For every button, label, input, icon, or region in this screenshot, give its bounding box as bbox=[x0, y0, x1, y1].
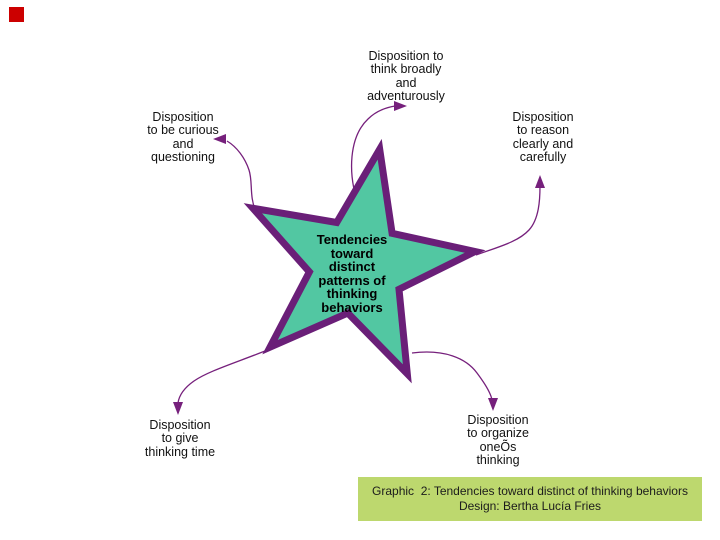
arrowhead-bottom-left-icon bbox=[173, 402, 183, 415]
caption-box: Graphic 2: Tendencies toward distinct of… bbox=[358, 477, 702, 521]
star-shape bbox=[243, 138, 486, 384]
arrowhead-bottom-right-icon bbox=[488, 398, 498, 411]
connector-left-line bbox=[226, 140, 257, 213]
arrowhead-right-icon bbox=[535, 175, 545, 188]
caption-line-1: Graphic 2: Tendencies toward distinct of… bbox=[372, 484, 688, 498]
caption-line-2: Design: Bertha Lucía Fries bbox=[458, 499, 602, 513]
arrowhead-left-icon bbox=[213, 134, 226, 144]
star-center-label: Tendencies toward distinct patterns of t… bbox=[316, 232, 388, 315]
label-disposition-be-curious: Disposition to be curious and questionin… bbox=[147, 110, 219, 165]
connector-right-line bbox=[475, 185, 541, 256]
red-square-decoration bbox=[9, 7, 24, 22]
label-disposition-give-thinking-time: Disposition to give thinking time bbox=[144, 418, 216, 459]
connector-arrowheads bbox=[173, 101, 545, 415]
label-disposition-organize-thinking: Disposition to organize oneÕs thinking bbox=[467, 413, 529, 468]
connector-top-line bbox=[351, 105, 396, 211]
arrowhead-top-icon bbox=[394, 101, 407, 111]
label-disposition-think-broadly: Disposition to think broadly and adventu… bbox=[367, 49, 445, 104]
connector-bottom-right-line bbox=[411, 351, 493, 401]
connector-bottom-left-line bbox=[177, 348, 271, 404]
connector-lines bbox=[177, 105, 541, 404]
label-disposition-reason-clearly: Disposition to reason clearly and carefu… bbox=[512, 110, 574, 165]
star-group bbox=[243, 138, 486, 384]
